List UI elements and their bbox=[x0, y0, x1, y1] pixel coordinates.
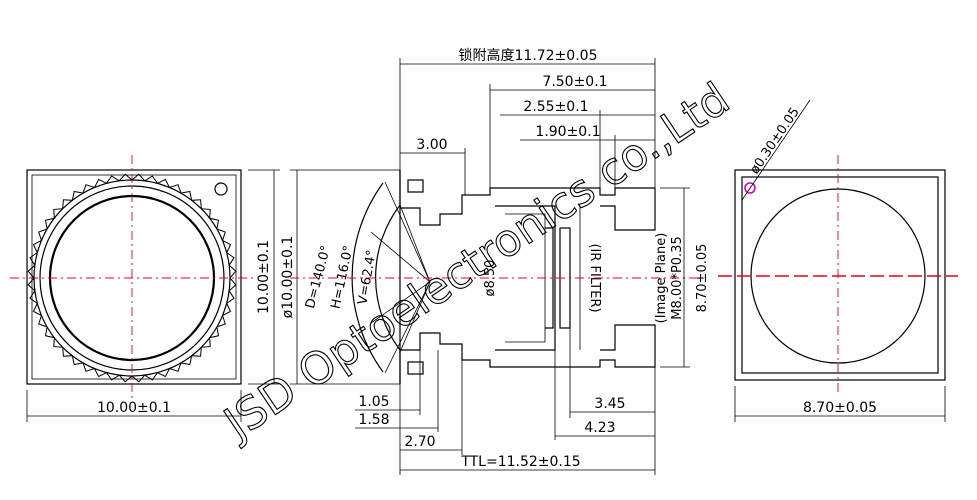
pin-hole-marker bbox=[744, 182, 756, 194]
side-diameter-label: ø10.00±0.1 bbox=[280, 236, 296, 319]
fov-arc-h bbox=[375, 204, 401, 351]
body-profile-bottom bbox=[399, 324, 656, 384]
top-255-label: 2.55±0.1 bbox=[523, 99, 588, 115]
side-height-label: 8.70±0.05 bbox=[695, 244, 710, 313]
bottom-270-label: 2.70 bbox=[404, 434, 435, 450]
front-width-label: 10.00±0.1 bbox=[97, 400, 171, 416]
fov-arc-d bbox=[351, 182, 384, 373]
front-inner-square bbox=[31, 174, 237, 380]
front-outer-square bbox=[26, 169, 242, 385]
top-190-label: 1.90±0.1 bbox=[535, 124, 600, 140]
back-outer-square bbox=[734, 169, 946, 381]
barrel-inner bbox=[495, 205, 556, 351]
bottom-158-label: 1.58 bbox=[358, 412, 389, 428]
back-inner-square bbox=[741, 176, 939, 374]
front-height-label: 10.00±0.1 bbox=[256, 240, 272, 314]
bottom-dimensions: 1.05 1.58 2.70 3.45 4.23 TTL=11.52±0.15 bbox=[355, 328, 656, 475]
front-view: 10.00±0.1 10.00±0.1 bbox=[10, 155, 280, 422]
top-dimensions: 锁附高度11.72±0.05 7.50±0.1 2.55±0.1 1.90±0.… bbox=[399, 47, 656, 195]
bottom-423-label: 4.23 bbox=[584, 420, 615, 436]
back-width-label: 8.70±0.05 bbox=[803, 400, 877, 416]
pin-hole-label: ø0.30±0.05 bbox=[747, 105, 802, 177]
knurl-path bbox=[27, 173, 237, 383]
bottom-105-label: 1.05 bbox=[358, 394, 389, 410]
back-view: ø0.30±0.05 8.70±0.05 bbox=[718, 99, 958, 422]
inner-diameter-label: ø8.50 bbox=[483, 260, 498, 297]
top-300-label: 3.00 bbox=[416, 137, 447, 153]
top-total-label: 锁附高度11.72±0.05 bbox=[459, 47, 598, 64]
thread-label: M8.00*P0.35 bbox=[670, 236, 685, 319]
ttl-label: TTL=11.52±0.15 bbox=[460, 454, 580, 470]
knurl-teeth bbox=[27, 173, 237, 383]
top-750-label: 7.50±0.1 bbox=[542, 74, 607, 90]
bottom-345-label: 3.45 bbox=[594, 396, 625, 412]
image-plane-label: (Image Plane) bbox=[654, 233, 669, 324]
front-small-hole bbox=[214, 182, 228, 196]
